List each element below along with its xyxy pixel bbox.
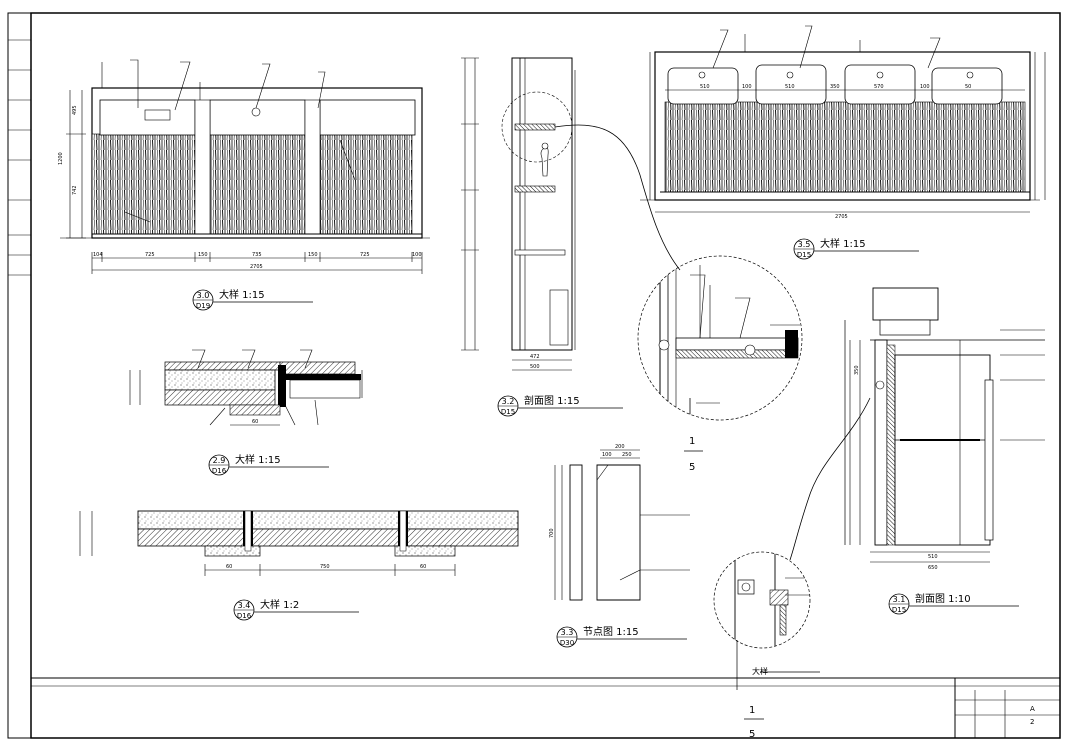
section-3-2-bubble-ref: D15 bbox=[501, 408, 515, 416]
bottom-marker-top: 1 bbox=[749, 705, 755, 716]
detail34-dim-bottom-2: 60 bbox=[420, 564, 426, 570]
elevation-3-5-bubble-number: 3.5 bbox=[798, 240, 811, 249]
detail-3-4-drawing: 60 750 60 bbox=[79, 510, 519, 576]
elevation-3-0-drawing: 1200 742 495 104 725 150 735 150 725 100… bbox=[58, 59, 430, 274]
elev35-dim-top-1: 100 bbox=[742, 84, 752, 90]
node-3-3-bubble-ref: D30 bbox=[560, 639, 574, 647]
node-3-3-title: 节点图 1:15 bbox=[583, 626, 639, 638]
detail-2-9-bubble-ref: D16 bbox=[212, 467, 227, 475]
bottom-marker-bottom: 5 bbox=[749, 729, 755, 740]
enlarge-leader bbox=[554, 124, 681, 271]
detail-2-9-drawing: 60 bbox=[129, 349, 363, 426]
elev30-dim-left-2: 495 bbox=[72, 105, 78, 115]
enlarged-detail-circle-2 bbox=[713, 551, 811, 690]
title-block-number: 2 bbox=[1030, 718, 1034, 726]
elev30-dim-total: 2705 bbox=[250, 264, 263, 270]
section-3-2-bubble-number: 3.2 bbox=[502, 397, 515, 406]
elevation-3-0-bubble-ref: D19 bbox=[196, 302, 210, 310]
elev30-dim-bottom-5: 725 bbox=[360, 252, 370, 258]
section-3-1-title: 剖面图 1:10 bbox=[915, 592, 971, 605]
elev35-dim-top-6: 50 bbox=[965, 84, 971, 90]
section-3-1-bubble-ref: D15 bbox=[892, 606, 906, 614]
node33-dim-top-1: 100 bbox=[602, 452, 612, 458]
section31-leader bbox=[789, 397, 871, 561]
elev30-dim-bottom-1: 725 bbox=[145, 252, 155, 258]
elev35-dim-total: 2705 bbox=[835, 214, 848, 220]
node33-dim-top-0: 200 bbox=[615, 444, 625, 450]
sec31-dim-top: 350 bbox=[854, 365, 860, 375]
node-3-3-drawing: 200 100 250 700 bbox=[549, 444, 690, 601]
enlarge-marker-top: 1 bbox=[689, 436, 695, 447]
elev30-dim-bottom-4: 150 bbox=[308, 252, 318, 258]
elev35-dim-top-2: 510 bbox=[785, 84, 795, 90]
section-3-2-drawing: 472 500 bbox=[461, 57, 576, 371]
elev30-dim-bottom-6: 100 bbox=[412, 252, 422, 258]
section-3-1-bubble-number: 3.1 bbox=[893, 595, 906, 604]
sec31-dim-bottom-1: 650 bbox=[928, 565, 938, 571]
detail34-dim-bottom-1: 750 bbox=[320, 564, 330, 570]
detail-3-4-bubble-ref: D16 bbox=[237, 612, 252, 620]
detail-2-9-bubble-number: 2.9 bbox=[213, 456, 226, 465]
detail-2-9-title: 大样 1:15 bbox=[235, 453, 281, 466]
elev30-dim-bottom-0: 104 bbox=[93, 252, 103, 258]
elevation-3-5-bubble-ref: D15 bbox=[797, 251, 811, 259]
enlarge-marker-bottom: 5 bbox=[689, 462, 695, 473]
elevation-3-0-bubble-number: 3.0 bbox=[197, 291, 210, 300]
elev35-dim-top-0: 510 bbox=[700, 84, 710, 90]
section-3-2-title: 剖面图 1:15 bbox=[524, 394, 580, 407]
detail29-dim-bottom: 60 bbox=[252, 419, 258, 425]
elev30-dim-bottom-2: 150 bbox=[198, 252, 208, 258]
elev30-dim-bottom-3: 735 bbox=[252, 252, 262, 258]
sheet-frame bbox=[7, 12, 1061, 739]
enlarged-detail-circle bbox=[637, 255, 803, 421]
elev35-dim-top-5: 100 bbox=[920, 84, 930, 90]
sec31-dim-bottom-0: 510 bbox=[928, 554, 938, 560]
node-3-3-bubble-number: 3.3 bbox=[561, 628, 574, 637]
elev35-dim-top-4: 570 bbox=[874, 84, 884, 90]
detail34-dim-bottom-0: 60 bbox=[226, 564, 232, 570]
elevation-3-5-drawing: 510 100 510 350 570 100 50 2705 bbox=[640, 25, 1046, 220]
node33-dim-top-2: 250 bbox=[622, 452, 632, 458]
section-3-1-drawing: 510 650 350 bbox=[844, 287, 1045, 571]
node33-dim-left: 700 bbox=[549, 528, 555, 538]
title-block bbox=[31, 677, 1060, 738]
sec32-dim-bottom-0: 472 bbox=[530, 354, 540, 360]
detail-3-4-title: 大样 1:2 bbox=[260, 598, 299, 611]
bottom-note: 大样 bbox=[752, 666, 768, 676]
sec32-dim-bottom-1: 500 bbox=[530, 364, 540, 370]
elev30-dim-left-1: 742 bbox=[72, 185, 78, 195]
elev30-dim-left-0: 1200 bbox=[58, 152, 64, 165]
elevation-3-5-title: 大样 1:15 bbox=[820, 237, 866, 250]
elev35-dim-top-3: 350 bbox=[830, 84, 840, 90]
title-block-sheet: A bbox=[1030, 705, 1035, 713]
elevation-3-0-title: 大样 1:15 bbox=[219, 288, 265, 301]
detail-3-4-bubble-number: 3.4 bbox=[238, 601, 251, 610]
